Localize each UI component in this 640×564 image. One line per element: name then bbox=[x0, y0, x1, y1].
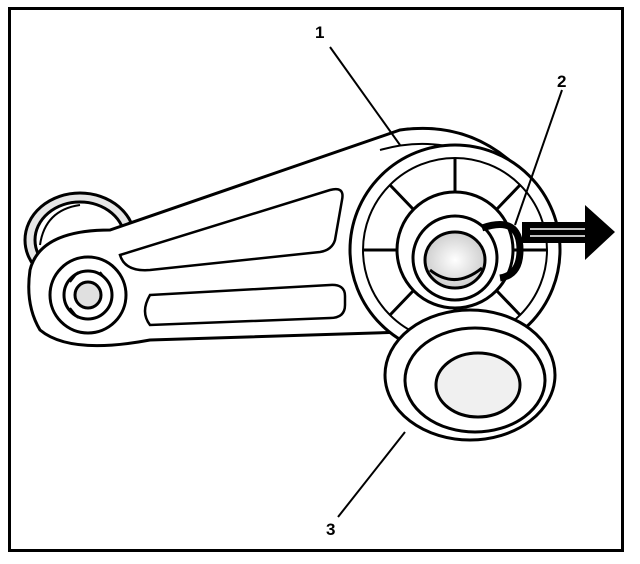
bushing bbox=[383, 308, 557, 442]
leader-line-2 bbox=[514, 89, 563, 226]
left-pivot-hub bbox=[48, 255, 128, 335]
retaining-clip bbox=[480, 221, 524, 282]
right-arrow-icon bbox=[522, 205, 615, 260]
callout-2: 2 bbox=[557, 72, 567, 91]
center-hub bbox=[411, 214, 499, 302]
callout-3: 3 bbox=[326, 520, 336, 539]
leader-line-1 bbox=[329, 46, 401, 146]
leader-line-3 bbox=[337, 431, 406, 518]
callout-1: 1 bbox=[315, 23, 325, 42]
leader-lines bbox=[329, 46, 563, 518]
